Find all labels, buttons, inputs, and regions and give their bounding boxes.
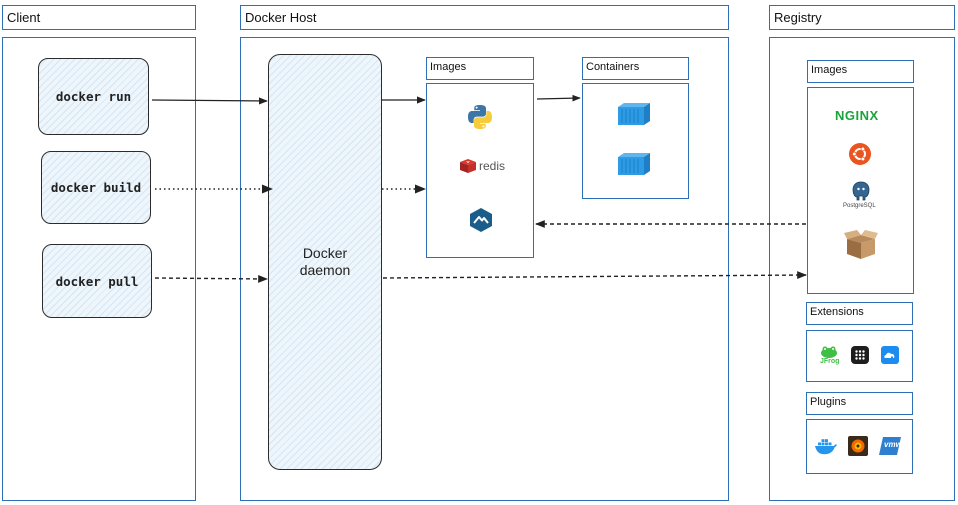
redis-icon: [460, 159, 476, 173]
ubuntu-icon: [849, 143, 871, 165]
portainer-icon: [470, 208, 492, 232]
grid-app-icon: [851, 346, 869, 364]
cloud-app-icon: [881, 346, 899, 364]
postgresql-label: PostgreSQL: [843, 203, 876, 209]
vmware-label: vmw: [884, 440, 902, 449]
nginx-logo: NGINX: [835, 108, 879, 123]
host-images-title: Images: [426, 57, 534, 80]
images-to-containers-arrow: [536, 94, 581, 102]
docker-pull-command: docker pull: [42, 244, 152, 318]
daemon-to-registry-arrow: [382, 271, 807, 279]
container-icon-1: [618, 103, 650, 125]
host-containers-title: Containers: [582, 57, 689, 80]
pull-to-daemon-arrow: [154, 275, 268, 283]
extensions-title: Extensions: [806, 302, 913, 325]
docker-run-command: docker run: [38, 58, 149, 135]
jfrog-icon: [821, 346, 837, 358]
daemon-label-line2: daemon: [299, 262, 351, 278]
python-icon: [468, 105, 492, 129]
daemon-label-line1: Docker: [302, 244, 348, 261]
registry-title: Registry: [769, 5, 955, 30]
host-containers-box: [582, 83, 689, 199]
plugins-title: Plugins: [806, 392, 913, 415]
grafana-icon: [848, 436, 868, 456]
registry-images-title: Images: [807, 60, 914, 83]
docker-host-title: Docker Host: [240, 5, 729, 30]
box-icon: [844, 230, 878, 259]
docker-whale-icon: [815, 439, 837, 455]
run-to-daemon-arrow: [151, 97, 268, 105]
docker-build-command: docker build: [41, 151, 151, 224]
jfrog-label: JFrog: [820, 358, 840, 365]
redis-label: redis: [479, 159, 506, 173]
client-title: Client: [2, 5, 196, 30]
container-icon-2: [618, 153, 650, 175]
postgresql-icon: [852, 181, 870, 201]
vmware-icon: [879, 437, 901, 455]
docker-daemon: Docker daemon: [268, 54, 382, 470]
